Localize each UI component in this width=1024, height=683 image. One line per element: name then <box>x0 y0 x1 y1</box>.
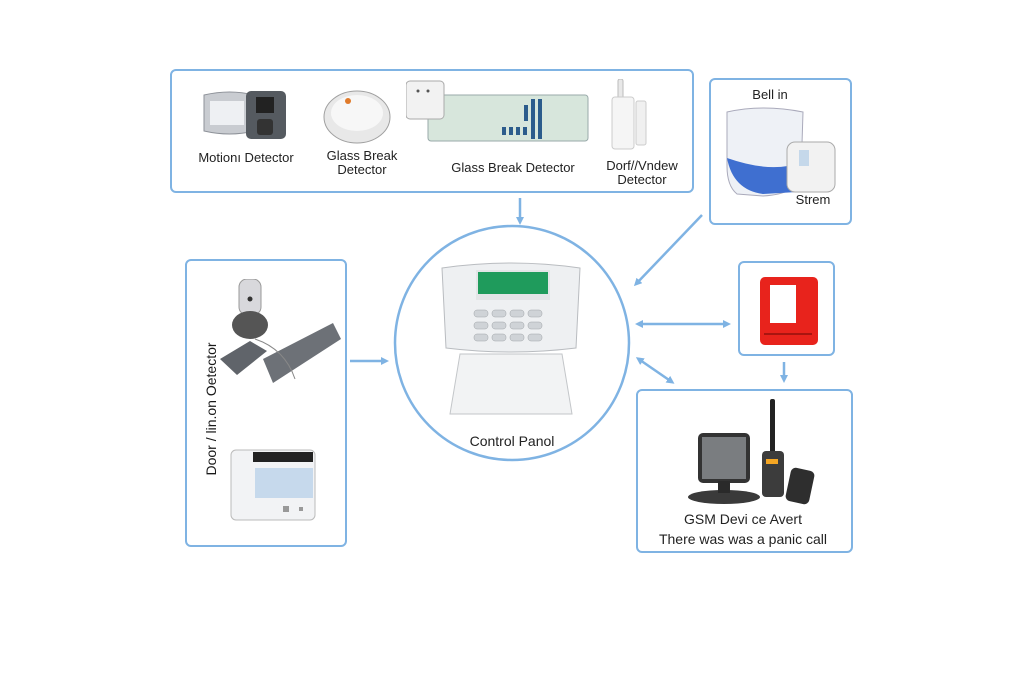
glass-break-panel-icon <box>406 80 589 142</box>
bell-label: Bell in <box>752 87 788 102</box>
door-contact-sensor-icon <box>220 279 341 383</box>
motion-detector-label: Motionı Detector <box>198 150 294 165</box>
glass-break-label-1: Glass Break Detector <box>326 148 398 177</box>
arrow-panel-gsm <box>635 357 675 384</box>
keypad-device-icon <box>230 449 316 521</box>
door-detector-label: Door / lin.on Oetector <box>203 342 219 476</box>
motion-detector-icon <box>203 91 286 139</box>
panic-button-icon <box>760 277 818 345</box>
door-detector-box: Door / lin.on Oetector <box>185 259 347 547</box>
gsm-devices-icon <box>688 399 815 505</box>
control-panel-keypad-icon <box>441 262 581 415</box>
door-window-contact-icon <box>611 79 647 150</box>
arrow-bell-to-panel <box>633 214 703 287</box>
gsm-alert-box: GSM Devi ce Avert There was was a panic … <box>636 389 853 553</box>
gsm-alert-title: GSM Devi ce Avert <box>683 511 802 527</box>
door-window-label: Dorf//Vndew Detector <box>606 158 678 187</box>
glass-break-label-2: Glass Break Detector <box>451 160 575 175</box>
bell-siren-box: Bell in Strem <box>709 78 852 225</box>
gsm-alert-message: There was was a panic call <box>658 531 828 547</box>
panic-button-box <box>738 261 835 356</box>
siren-bell-icon <box>726 107 836 197</box>
control-panel-label: Control Panol <box>469 433 555 449</box>
siren-label: Strem <box>795 192 831 207</box>
sensors-box: Motionı Detector Glass Break Detector Gl… <box>170 69 694 193</box>
smoke-glassbreak-icon <box>323 90 391 144</box>
